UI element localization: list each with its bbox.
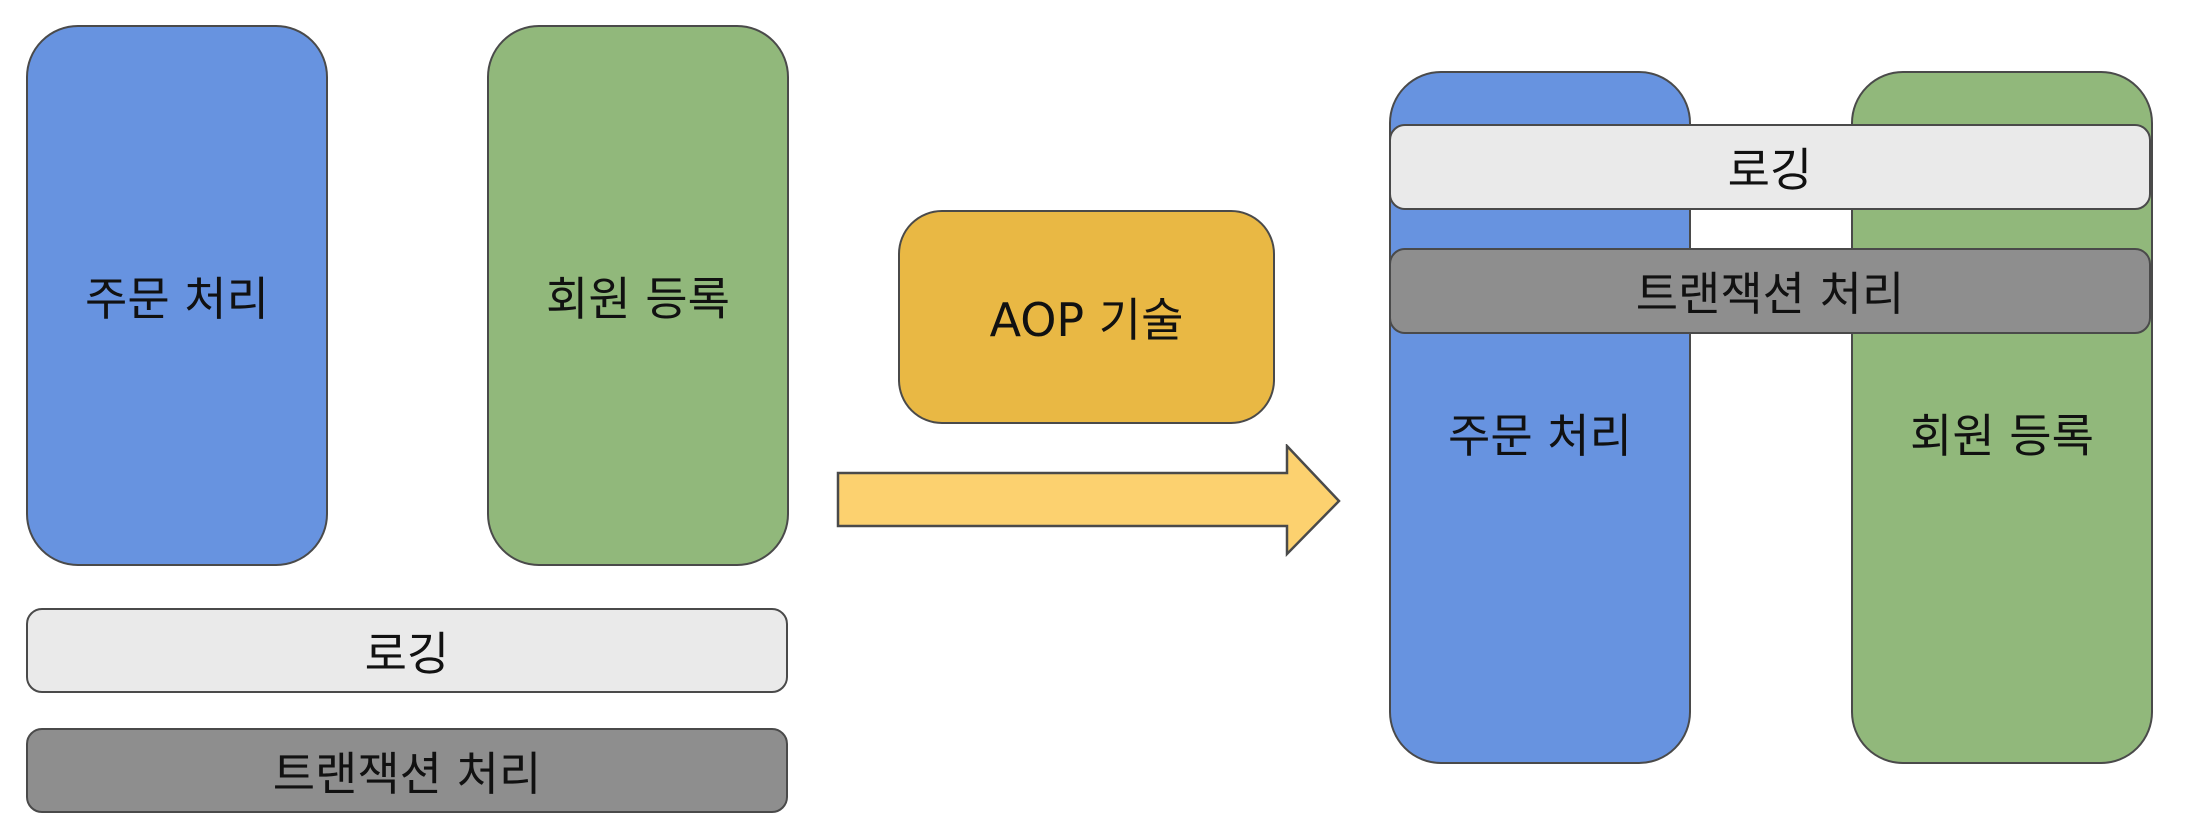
right-arrow-icon (836, 444, 1341, 558)
before-order-module-label: 주문 처리 (85, 271, 269, 326)
after-logging-label: 로깅 (1727, 143, 1813, 197)
before-order-module: 주문 처리 (26, 25, 328, 566)
after-order-module-label: 주문 처리 (1448, 408, 1632, 463)
before-member-module: 회원 등록 (487, 25, 789, 566)
before-logging-bar: 로깅 (26, 608, 788, 693)
aop-technology-label: AOP 기술 (989, 293, 1184, 347)
after-transaction-bar: 트랜잭션 처리 (1389, 248, 2151, 334)
before-transaction-label: 트랜잭션 처리 (272, 746, 542, 801)
after-logging-bar: 로깅 (1389, 124, 2151, 210)
after-transaction-label: 트랜잭션 처리 (1635, 267, 1905, 321)
before-transaction-bar: 트랜잭션 처리 (26, 728, 788, 813)
aop-technology-box: AOP 기술 (898, 210, 1275, 424)
after-member-module-label: 회원 등록 (1910, 408, 2094, 463)
before-member-module-label: 회원 등록 (546, 271, 730, 326)
before-logging-label: 로깅 (364, 626, 450, 681)
